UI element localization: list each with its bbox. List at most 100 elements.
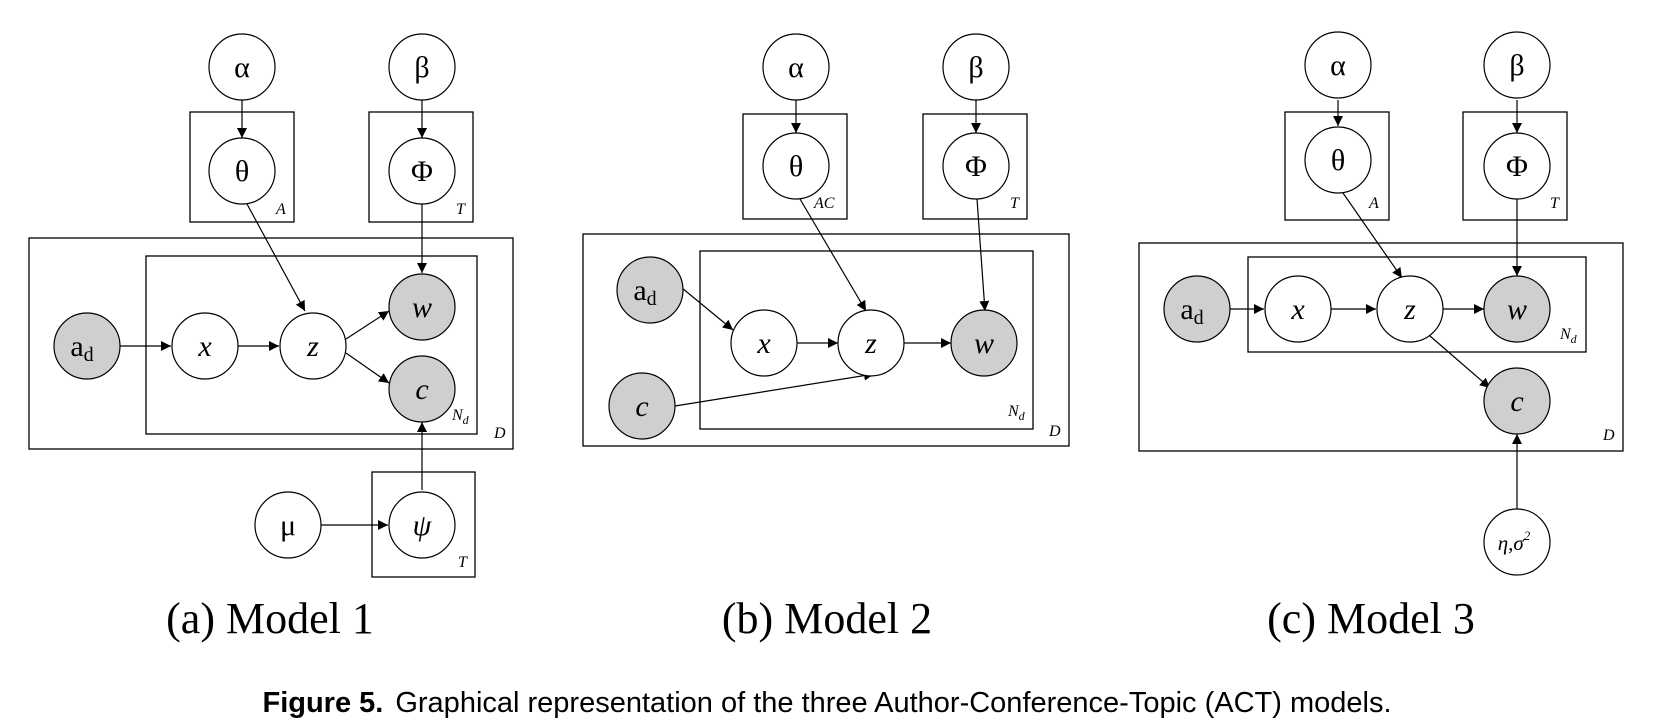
subtitle-model-1: (a) Model 1 (166, 594, 374, 643)
plate-D (582, 233, 1070, 447)
node-c: c (608, 372, 676, 440)
edge-theta-z (799, 198, 867, 312)
node-c: c (1483, 367, 1551, 435)
node-sigma-superscript: 2 (1524, 528, 1531, 543)
plate-AC-label: AC (813, 195, 835, 212)
svg-text:η,σ2: η,σ2 (1498, 528, 1531, 555)
edge-theta-z (246, 203, 306, 312)
node-psi: ψ (388, 491, 456, 559)
node-alpha-label: α (1330, 49, 1346, 82)
plate-Nd-subscript: d (463, 413, 470, 427)
node-x: x (171, 312, 239, 380)
node-alpha-label: α (234, 51, 250, 84)
node-w: w (388, 273, 456, 341)
node-phi: Φ (1483, 132, 1551, 200)
model-2: α β θ Φ ad c x z (582, 33, 1070, 643)
plate-D-label: D (493, 425, 506, 442)
node-x: x (730, 309, 798, 377)
node-z-label: z (864, 327, 877, 360)
node-theta: θ (208, 137, 276, 205)
node-ad: ad (53, 312, 121, 380)
node-beta: β (1483, 31, 1551, 99)
node-z-label: z (306, 330, 319, 363)
edge-z-w (345, 310, 390, 340)
node-ad-subscript: d (647, 288, 657, 310)
subtitle-model-2: (b) Model 2 (722, 594, 932, 643)
plate-D-label: D (1602, 427, 1615, 444)
node-phi-label: Φ (965, 150, 987, 183)
node-z-label: z (1403, 293, 1416, 326)
node-c-label: c (1510, 385, 1523, 418)
edge-phi-w (976, 198, 990, 312)
plate-Nd (145, 255, 478, 435)
plate-Nd-label: N (1007, 403, 1020, 420)
node-w-label: w (974, 327, 994, 360)
node-z: z (279, 312, 347, 380)
plate-T-phi-label: T (1010, 195, 1020, 212)
plate-D (28, 237, 514, 450)
plate-T-phi (368, 111, 474, 223)
svg-text:Nd: Nd (451, 407, 470, 427)
node-alpha: α (208, 33, 276, 101)
node-psi-label: ψ (413, 509, 433, 542)
node-beta: β (942, 33, 1010, 101)
plate-AC (742, 113, 848, 220)
node-theta: θ (762, 132, 830, 200)
figure-caption-text: Graphical representation of the three Au… (395, 687, 1391, 719)
plate-D (1138, 242, 1624, 452)
node-ad: ad (616, 256, 684, 324)
node-beta: β (388, 33, 456, 101)
node-beta-label: β (414, 51, 429, 84)
node-c-label: c (415, 373, 428, 406)
node-theta-label: θ (789, 150, 803, 183)
plate-Nd (699, 250, 1034, 430)
node-phi: Φ (942, 132, 1010, 200)
plate-Nd-label: N (451, 407, 464, 424)
node-theta-label: θ (235, 155, 249, 188)
plate-T-phi (1462, 111, 1568, 221)
plate-T-psi-label: T (458, 554, 468, 571)
plate-Nd-label: N (1559, 326, 1572, 343)
plate-T-phi-label: T (456, 201, 466, 218)
node-c-label: c (635, 390, 648, 423)
svg-text:Nd: Nd (1007, 403, 1026, 423)
subtitle-model-3: (c) Model 3 (1267, 594, 1475, 643)
node-alpha: α (762, 33, 830, 101)
node-phi-label: Φ (411, 155, 433, 188)
svg-text:ad: ad (1180, 293, 1203, 329)
edge-z-c (1429, 335, 1491, 389)
node-x-label: x (756, 327, 771, 360)
edge-z-c (345, 352, 390, 384)
node-z: z (1376, 275, 1444, 343)
figure-caption: Figure 5. Graphical representation of the… (262, 687, 1391, 719)
node-ad-label: a (633, 274, 646, 307)
plate-T-phi (922, 113, 1028, 220)
svg-text:ad: ad (70, 330, 93, 366)
plate-T-phi-label: T (1550, 195, 1560, 212)
node-beta-label: β (1509, 49, 1524, 82)
node-ad-label: a (1180, 293, 1193, 326)
edge-ad-x (681, 287, 734, 331)
node-phi-label: Φ (1506, 150, 1528, 183)
node-mu-label: μ (280, 509, 296, 542)
plate-Nd-subscript: d (1019, 409, 1026, 423)
node-ad-subscript: d (84, 344, 94, 366)
node-mu: μ (254, 491, 322, 559)
edge-theta-z (1342, 192, 1403, 279)
node-c: c (388, 355, 456, 423)
plate-A (1284, 111, 1390, 221)
plate-Nd (1247, 256, 1587, 353)
figure-caption-label: Figure 5. (262, 687, 383, 719)
node-w-label: w (1507, 293, 1527, 326)
model-3: α β θ Φ ad x z w (1138, 31, 1624, 643)
svg-text:Nd: Nd (1559, 326, 1578, 346)
node-w: w (1483, 275, 1551, 343)
node-x-label: x (1290, 293, 1305, 326)
node-ad-subscript: d (1194, 307, 1204, 329)
node-ad: ad (1163, 275, 1231, 343)
node-x-label: x (197, 330, 212, 363)
node-eta-sigma: η,σ2 (1483, 508, 1551, 576)
node-theta-label: θ (1331, 144, 1345, 177)
node-phi: Φ (388, 137, 456, 205)
